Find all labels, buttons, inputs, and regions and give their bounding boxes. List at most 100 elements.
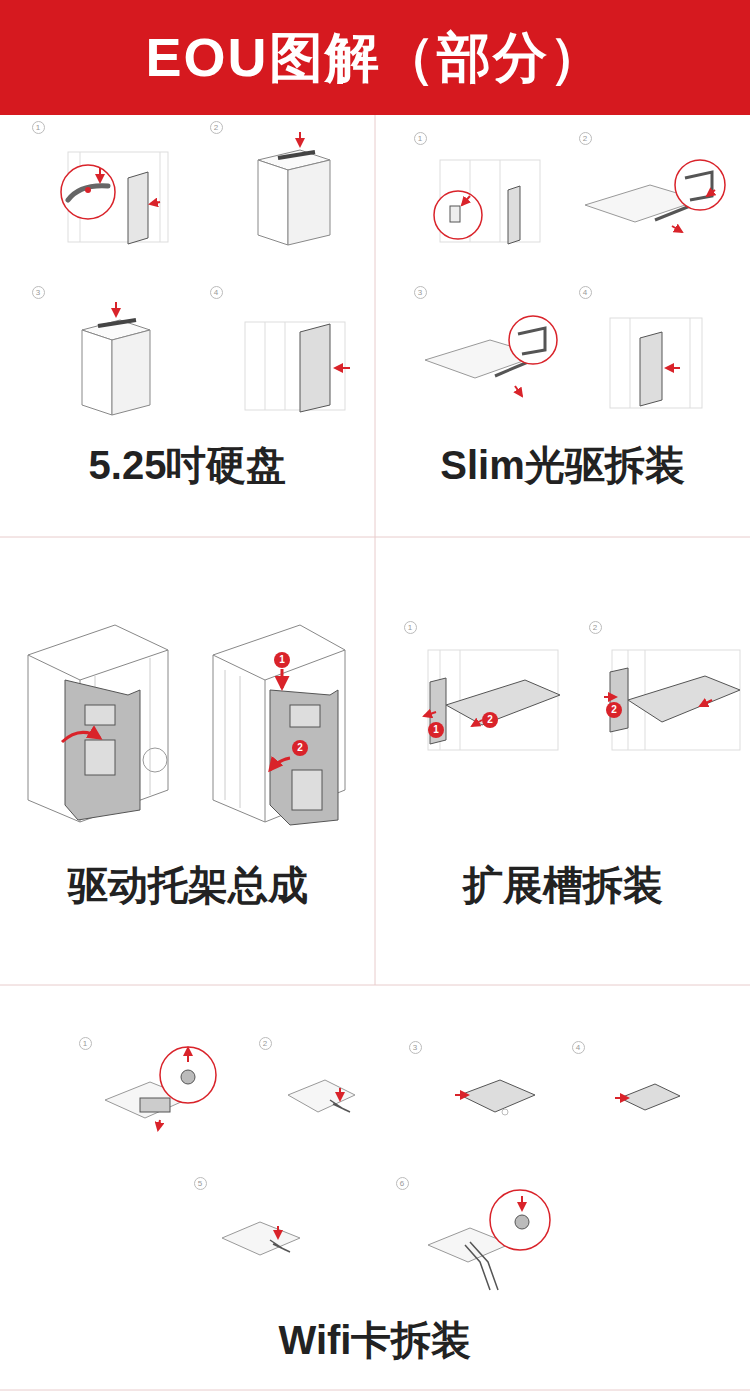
panel-caption: Wifi卡拆装 bbox=[279, 1313, 472, 1368]
callout-number: 1 bbox=[274, 652, 290, 668]
drive-drawing-part bbox=[68, 186, 108, 200]
bracket-drawing-part bbox=[225, 670, 240, 808]
wifi-drawing-part bbox=[330, 1100, 350, 1112]
wifi-drawing-part bbox=[222, 1222, 300, 1255]
step-number: 3 bbox=[32, 286, 45, 299]
step-number: 4 bbox=[579, 286, 592, 299]
slot-drawing-part bbox=[700, 700, 712, 706]
step-number: 2 bbox=[589, 621, 602, 634]
wifi-drawing-part bbox=[270, 1240, 290, 1252]
bracket-drawing-part bbox=[270, 690, 338, 825]
panel-caption: 扩展槽拆装 bbox=[463, 858, 663, 913]
drive-drawing-part bbox=[115, 302, 117, 316]
bracket-drawing-part bbox=[85, 740, 115, 775]
wifi-drawing-part bbox=[339, 1088, 341, 1100]
step-number: 1 bbox=[32, 121, 45, 134]
slim-drive-drawing-part bbox=[450, 206, 460, 222]
grid-lines-part bbox=[0, 537, 750, 538]
callout-number: 2 bbox=[606, 702, 622, 718]
grid-lines-part bbox=[375, 115, 376, 985]
step-number: 3 bbox=[409, 1041, 422, 1054]
callout-number: 2 bbox=[292, 740, 308, 756]
slot-drawing-part bbox=[612, 650, 740, 750]
wifi-drawing-part bbox=[277, 1226, 279, 1238]
slim-drive-drawing-part bbox=[509, 316, 557, 364]
wifi-drawing-part bbox=[460, 1080, 535, 1112]
wifi-drawing-part bbox=[288, 1080, 355, 1112]
slim-drive-drawing-part-part bbox=[690, 318, 691, 408]
bracket-drawing-part bbox=[143, 748, 167, 772]
slim-drive-drawing-part bbox=[675, 160, 725, 210]
drive-drawing-part bbox=[288, 160, 330, 245]
callout-number: 1 bbox=[428, 722, 444, 738]
drive-drawing-part bbox=[85, 187, 91, 193]
step-number: 2 bbox=[259, 1037, 272, 1050]
step-number: 3 bbox=[414, 286, 427, 299]
bracket-drawing-part bbox=[62, 732, 100, 742]
slot-drawing bbox=[424, 650, 740, 750]
panel-caption: 5.25吋硬盘 bbox=[89, 438, 287, 493]
bracket-drawing-part bbox=[85, 705, 115, 725]
slim-drive-drawing-part bbox=[655, 206, 690, 220]
slim-drive-drawing-part bbox=[434, 191, 482, 239]
panel-cell: Slim光驱拆装 bbox=[375, 115, 750, 537]
step-number: 4 bbox=[572, 1041, 585, 1054]
page-title: EOU图解（部分） bbox=[0, 0, 750, 115]
wifi-drawing-part bbox=[490, 1190, 550, 1250]
bracket-drawing-part-part bbox=[240, 676, 241, 808]
bracket-drawing-part bbox=[213, 650, 345, 680]
step-number: 2 bbox=[210, 121, 223, 134]
step-number: 2 bbox=[579, 132, 592, 145]
slot-drawing-part bbox=[424, 712, 436, 716]
wifi-drawing-part bbox=[502, 1109, 508, 1115]
wifi-drawing bbox=[105, 1047, 680, 1290]
bracket-drawing-part bbox=[28, 650, 168, 680]
drive-drawing-part bbox=[300, 324, 330, 412]
grid-lines bbox=[0, 115, 750, 1390]
slim-drive-drawing-part bbox=[666, 367, 680, 369]
slot-drawing-part bbox=[604, 696, 616, 698]
drive-drawing-part-part bbox=[285, 322, 286, 410]
bracket-drawing-part bbox=[290, 705, 320, 727]
wifi-drawing-part bbox=[160, 1047, 216, 1103]
drive-drawing-part bbox=[150, 202, 160, 204]
drive-drawing-part-part bbox=[265, 322, 266, 410]
bracket-drawing-part bbox=[265, 680, 266, 822]
panel-cell: 驱动托架总成 bbox=[0, 537, 375, 985]
slot-drawing-part bbox=[628, 676, 740, 722]
bracket-drawing-part-part bbox=[150, 658, 151, 795]
bracket-drawing-part-part bbox=[225, 670, 226, 800]
bracket-drawing-part bbox=[281, 669, 284, 688]
slim-drive-drawing-part bbox=[707, 190, 715, 196]
drive-drawing-part bbox=[61, 165, 115, 219]
slim-drive-drawing-part bbox=[672, 226, 682, 232]
slot-drawing-part bbox=[610, 668, 628, 732]
slim-drive-drawing-part bbox=[610, 318, 702, 408]
slim-drive-drawing-part-part bbox=[500, 160, 501, 242]
wifi-drawing-part bbox=[455, 1094, 468, 1096]
slot-drawing-part-part bbox=[612, 650, 740, 750]
step-number: 1 bbox=[414, 132, 427, 145]
bracket-drawing bbox=[28, 625, 345, 825]
bracket-drawing-part bbox=[65, 680, 140, 820]
bracket-drawing-part bbox=[28, 625, 168, 822]
wifi-drawing-part bbox=[140, 1098, 170, 1112]
drive-drawing-part bbox=[258, 160, 288, 245]
wifi-drawing-part bbox=[181, 1070, 195, 1084]
step-number: 5 bbox=[194, 1177, 207, 1190]
step-number: 1 bbox=[404, 621, 417, 634]
header-band-part bbox=[0, 0, 750, 115]
slim-drive-drawing-part bbox=[508, 186, 520, 244]
panel-cell: Wifi卡拆装 bbox=[0, 985, 750, 1390]
grid-lines-part bbox=[0, 985, 750, 986]
drive-drawing-part bbox=[278, 152, 315, 158]
wifi-drawing-part bbox=[465, 1242, 498, 1290]
panel-caption: Slim光驱拆装 bbox=[440, 438, 684, 493]
bracket-drawing-part bbox=[270, 758, 290, 770]
bracket-drawing-part bbox=[292, 770, 322, 810]
slim-drive-drawing-part bbox=[515, 386, 522, 396]
wifi-drawing-part bbox=[521, 1196, 523, 1210]
wifi-drawing-part bbox=[620, 1084, 680, 1110]
